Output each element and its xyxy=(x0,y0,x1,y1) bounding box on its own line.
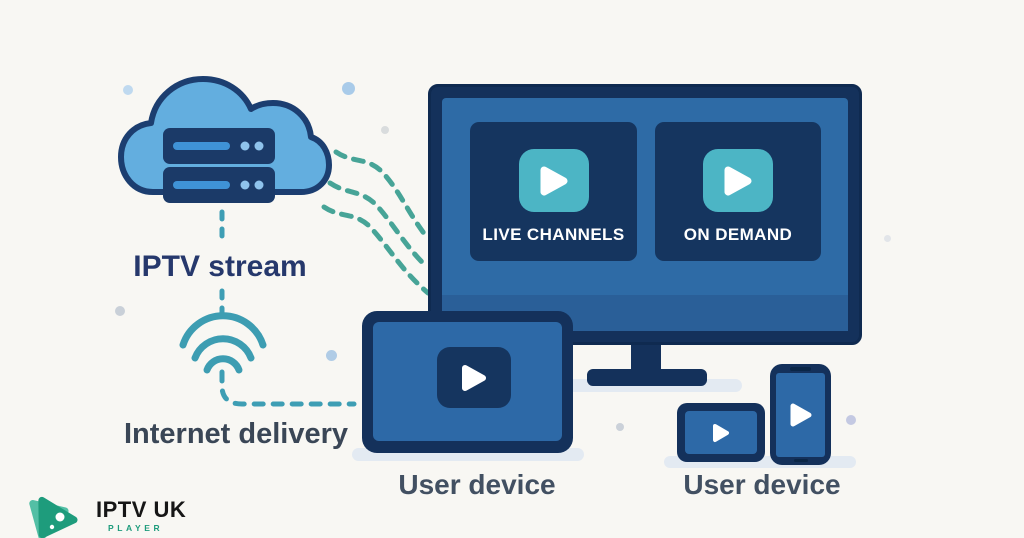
decor-dot xyxy=(342,82,355,95)
tv-stand-base xyxy=(587,369,707,386)
decor-dot xyxy=(381,126,389,134)
decor-dot xyxy=(616,423,624,431)
decor-dot xyxy=(326,350,337,361)
logo-title: IPTV UK xyxy=(96,497,187,522)
brand-logo: IPTV UK PLAYER xyxy=(26,494,286,538)
user-device-left-label: User device xyxy=(398,469,556,500)
play-icon xyxy=(437,347,511,408)
decor-dot xyxy=(123,85,133,95)
user-device-right-label: User device xyxy=(683,469,841,500)
play-icon xyxy=(713,423,729,442)
live-channels-tile: LIVE CHANNELS xyxy=(470,122,637,261)
iptv-stream-label: IPTV stream xyxy=(133,250,307,283)
tablet-screen xyxy=(685,411,757,454)
decor-dot xyxy=(115,306,125,316)
play-icon xyxy=(703,149,773,212)
play-icon xyxy=(790,403,811,427)
phone-notch xyxy=(790,367,811,371)
on-demand-tile: ON DEMAND xyxy=(655,122,821,261)
cloud-server-icon xyxy=(118,76,332,203)
on-demand-label: ON DEMAND xyxy=(683,225,793,244)
phone-screen xyxy=(776,373,825,457)
live-channels-label: LIVE CHANNELS xyxy=(482,225,625,244)
logo-play-icon xyxy=(29,496,78,538)
internet-delivery-label: Internet delivery xyxy=(123,418,349,450)
phone-homebar xyxy=(794,459,808,462)
tv-stand-neck xyxy=(631,345,661,372)
play-icon xyxy=(518,149,589,212)
decor-dot xyxy=(884,235,891,242)
logo-subtitle: PLAYER xyxy=(108,523,164,533)
decor-dot xyxy=(846,415,856,425)
wifi-icon xyxy=(179,312,267,374)
